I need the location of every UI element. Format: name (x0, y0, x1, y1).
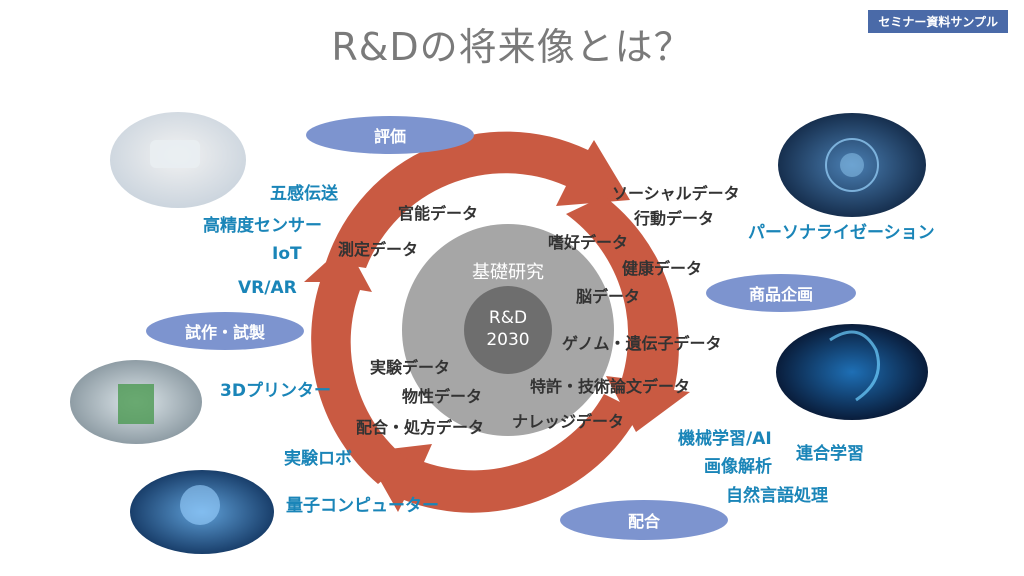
tech-quantum-computer: 量子コンピューター (286, 496, 439, 516)
tech-ml-ai: 機械学習/AI (678, 429, 772, 449)
year-label: 2030 (486, 330, 530, 350)
label-patent-data: 特許・技術論文データ (530, 377, 691, 396)
tech-federated-learning: 連合学習 (796, 444, 864, 464)
label-genome-data: ゲノム・遺伝子データ (562, 334, 722, 353)
seminar-badge: セミナー資料サンプル (868, 10, 1008, 33)
page-title: R&Dの将来像とは？ (331, 25, 693, 69)
label-behavior-data: 行動データ (634, 209, 715, 228)
tech-image-analysis: 画像解析 (704, 457, 772, 477)
rd-label: R&D (488, 308, 528, 328)
label-health-data: 健康データ (622, 259, 703, 278)
rd2030-circle (464, 286, 552, 374)
label-formulation-data: 配合・処方データ (356, 418, 485, 437)
cycle-arrow-left (304, 244, 408, 484)
tech-nlp: 自然言語処理 (726, 486, 828, 506)
tech-five-senses: 五感伝送 (270, 184, 338, 204)
tech-vr-ar: VR/AR (238, 278, 297, 298)
label-experiment-data: 実験データ (370, 358, 451, 377)
cycle-arrow-top (326, 131, 630, 268)
stage-product-planning: 商品企画 (706, 274, 856, 312)
tech-lab-robot: 実験ロボ (284, 449, 352, 469)
stage-blending: 配合 (560, 500, 728, 540)
tech-iot: IoT (272, 244, 302, 264)
ai-face-photo (776, 324, 928, 420)
basic-research-label: 基礎研究 (472, 262, 544, 283)
cycle-arrow-bottom (364, 394, 640, 513)
label-measurement-data: 測定データ (338, 240, 419, 259)
label-preference-data: 嗜好データ (548, 233, 629, 252)
label-social-data: ソーシャルデータ (612, 184, 740, 203)
cycle-arrow-right (566, 196, 690, 432)
label-sensory-data: 官能データ (398, 204, 479, 223)
label-brain-data: 脳データ (576, 287, 641, 306)
label-knowledge-data: ナレッジデータ (512, 412, 625, 431)
tech-precision-sensor: 高精度センサー (203, 216, 322, 236)
stage-evaluation: 評価 (306, 116, 474, 154)
tech-personalization: パーソナライゼーション (748, 223, 935, 243)
tech-3d-printer: 3Dプリンター (220, 381, 331, 401)
stage-prototyping: 試作・試製 (146, 312, 304, 350)
label-physical-data: 物性データ (402, 387, 483, 406)
